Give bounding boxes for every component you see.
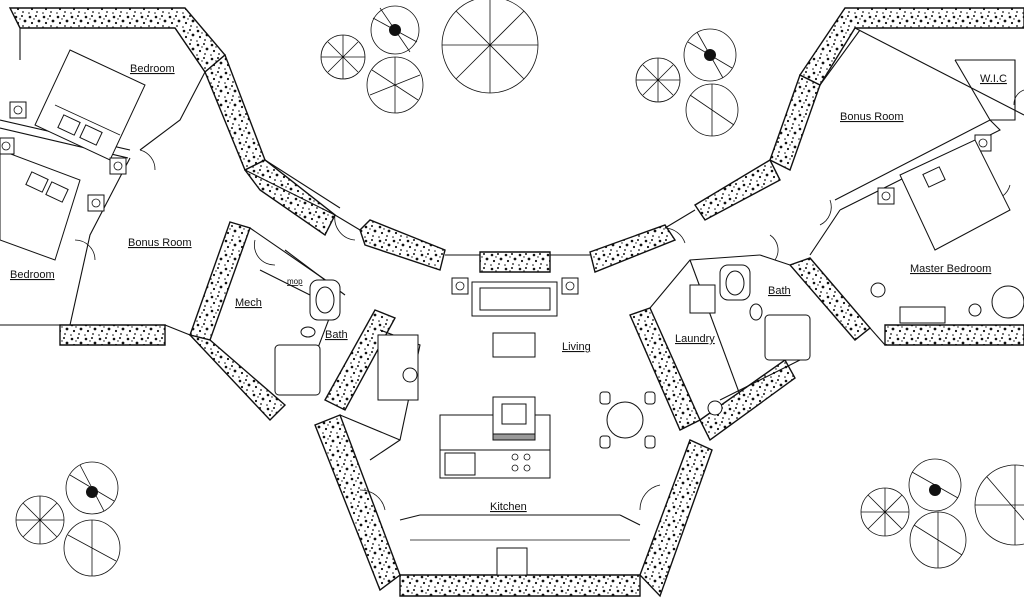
kitchen-island [439,396,551,479]
wall-center-left [359,219,446,271]
wall-left-inner [189,221,251,341]
label-bath-left: Bath [325,329,348,341]
bath-right-fixtures [689,264,886,416]
wall-right-bottom [884,324,1024,346]
wall-center-right [589,224,677,273]
dining-set [599,391,656,449]
label-laundry: Laundry [675,333,715,345]
wall-left-pod-top [8,7,226,74]
label-living: Living [562,341,591,353]
bed-left [0,149,81,261]
wall-left-pod-diag [204,53,266,171]
tree-top-right-2 [683,28,737,82]
tree-top-center [441,0,539,94]
wall-center-top [479,251,551,273]
tree-bottom-left-1 [65,461,119,515]
label-bonus-left: Bonus Room [128,237,192,249]
fridge [496,547,528,576]
wall-right-link [694,159,781,221]
wall-right-diag [769,74,821,171]
label-bonus-right: Bonus Room [840,111,904,123]
bed-top [34,49,146,161]
label-kitchen: Kitchen [490,501,527,513]
tree-top-left-3 [366,56,424,114]
tree-top-left-2 [370,5,420,55]
bath-left-fixtures [274,279,419,401]
exterior-walls [8,7,1024,598]
label-mop: mop [287,277,303,286]
sofa [471,281,558,317]
tree-bottom-left-3 [63,519,121,577]
bed-master [899,139,1011,251]
tree-bottom-left-2 [15,495,65,545]
label-bath-right: Bath [768,285,791,297]
nightstands [0,101,992,295]
master-furniture [899,285,1024,324]
label-master-bedroom: Master Bedroom [910,263,991,275]
wall-left-bottom [59,324,166,346]
wall-left-inner-b [187,333,287,422]
wall-kitchen-right [639,439,713,598]
wall-kitchen-bottom [399,574,641,597]
tree-bottom-right-1 [860,487,910,537]
room-labels: Bedroom Bedroom Bonus Room Bonus Room W.… [10,63,1007,513]
coffee-table [492,332,536,358]
tree-top-right-3 [685,83,739,137]
label-mech: Mech [235,297,262,309]
wall-right-laundry-out [699,358,796,442]
label-bedroom-top: Bedroom [130,63,175,75]
tree-bottom-right-4 [974,464,1024,546]
tree-top-right-1 [635,57,681,103]
label-wic: W.I.C [980,73,1007,85]
tree-top-left-1 [320,34,366,80]
wall-left-link [243,159,336,237]
label-bedroom-left: Bedroom [10,269,55,281]
trees [15,0,1024,577]
tree-bottom-right-2 [908,458,962,512]
tree-bottom-right-3 [909,511,967,569]
wall-kitchen-left [314,414,401,592]
